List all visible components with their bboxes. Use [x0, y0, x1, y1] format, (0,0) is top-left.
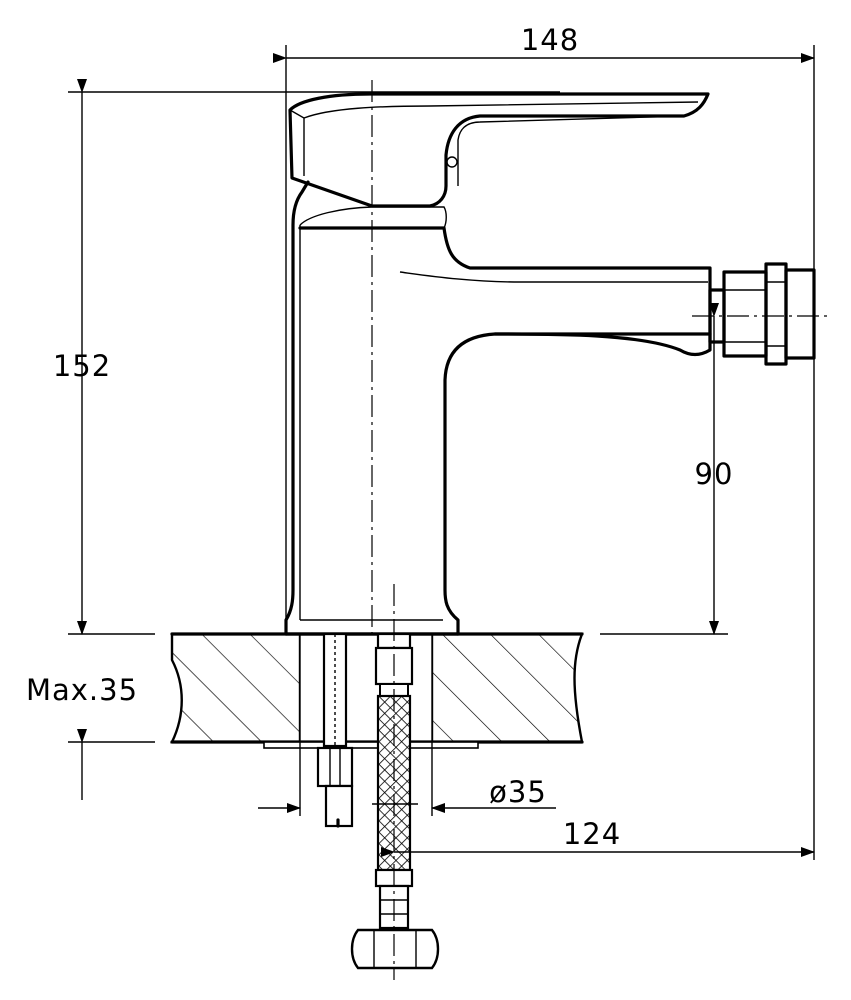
center-lines — [371, 80, 830, 980]
dim-spout-height: 90 — [695, 457, 734, 491]
mounting-stud — [316, 632, 354, 828]
dim-overall-height: 152 — [53, 349, 111, 383]
faucet-body — [284, 180, 712, 636]
dim-max-thickness: Max.35 — [26, 673, 138, 707]
dim-overall-width: 148 — [521, 23, 579, 57]
dim-hole-diameter: ø35 — [489, 775, 547, 809]
spout-aerator — [708, 262, 816, 366]
dimension-lines — [68, 45, 815, 860]
dim-spout-reach: 124 — [563, 817, 621, 851]
countertop-section — [170, 632, 584, 749]
lever-handle — [288, 92, 710, 208]
